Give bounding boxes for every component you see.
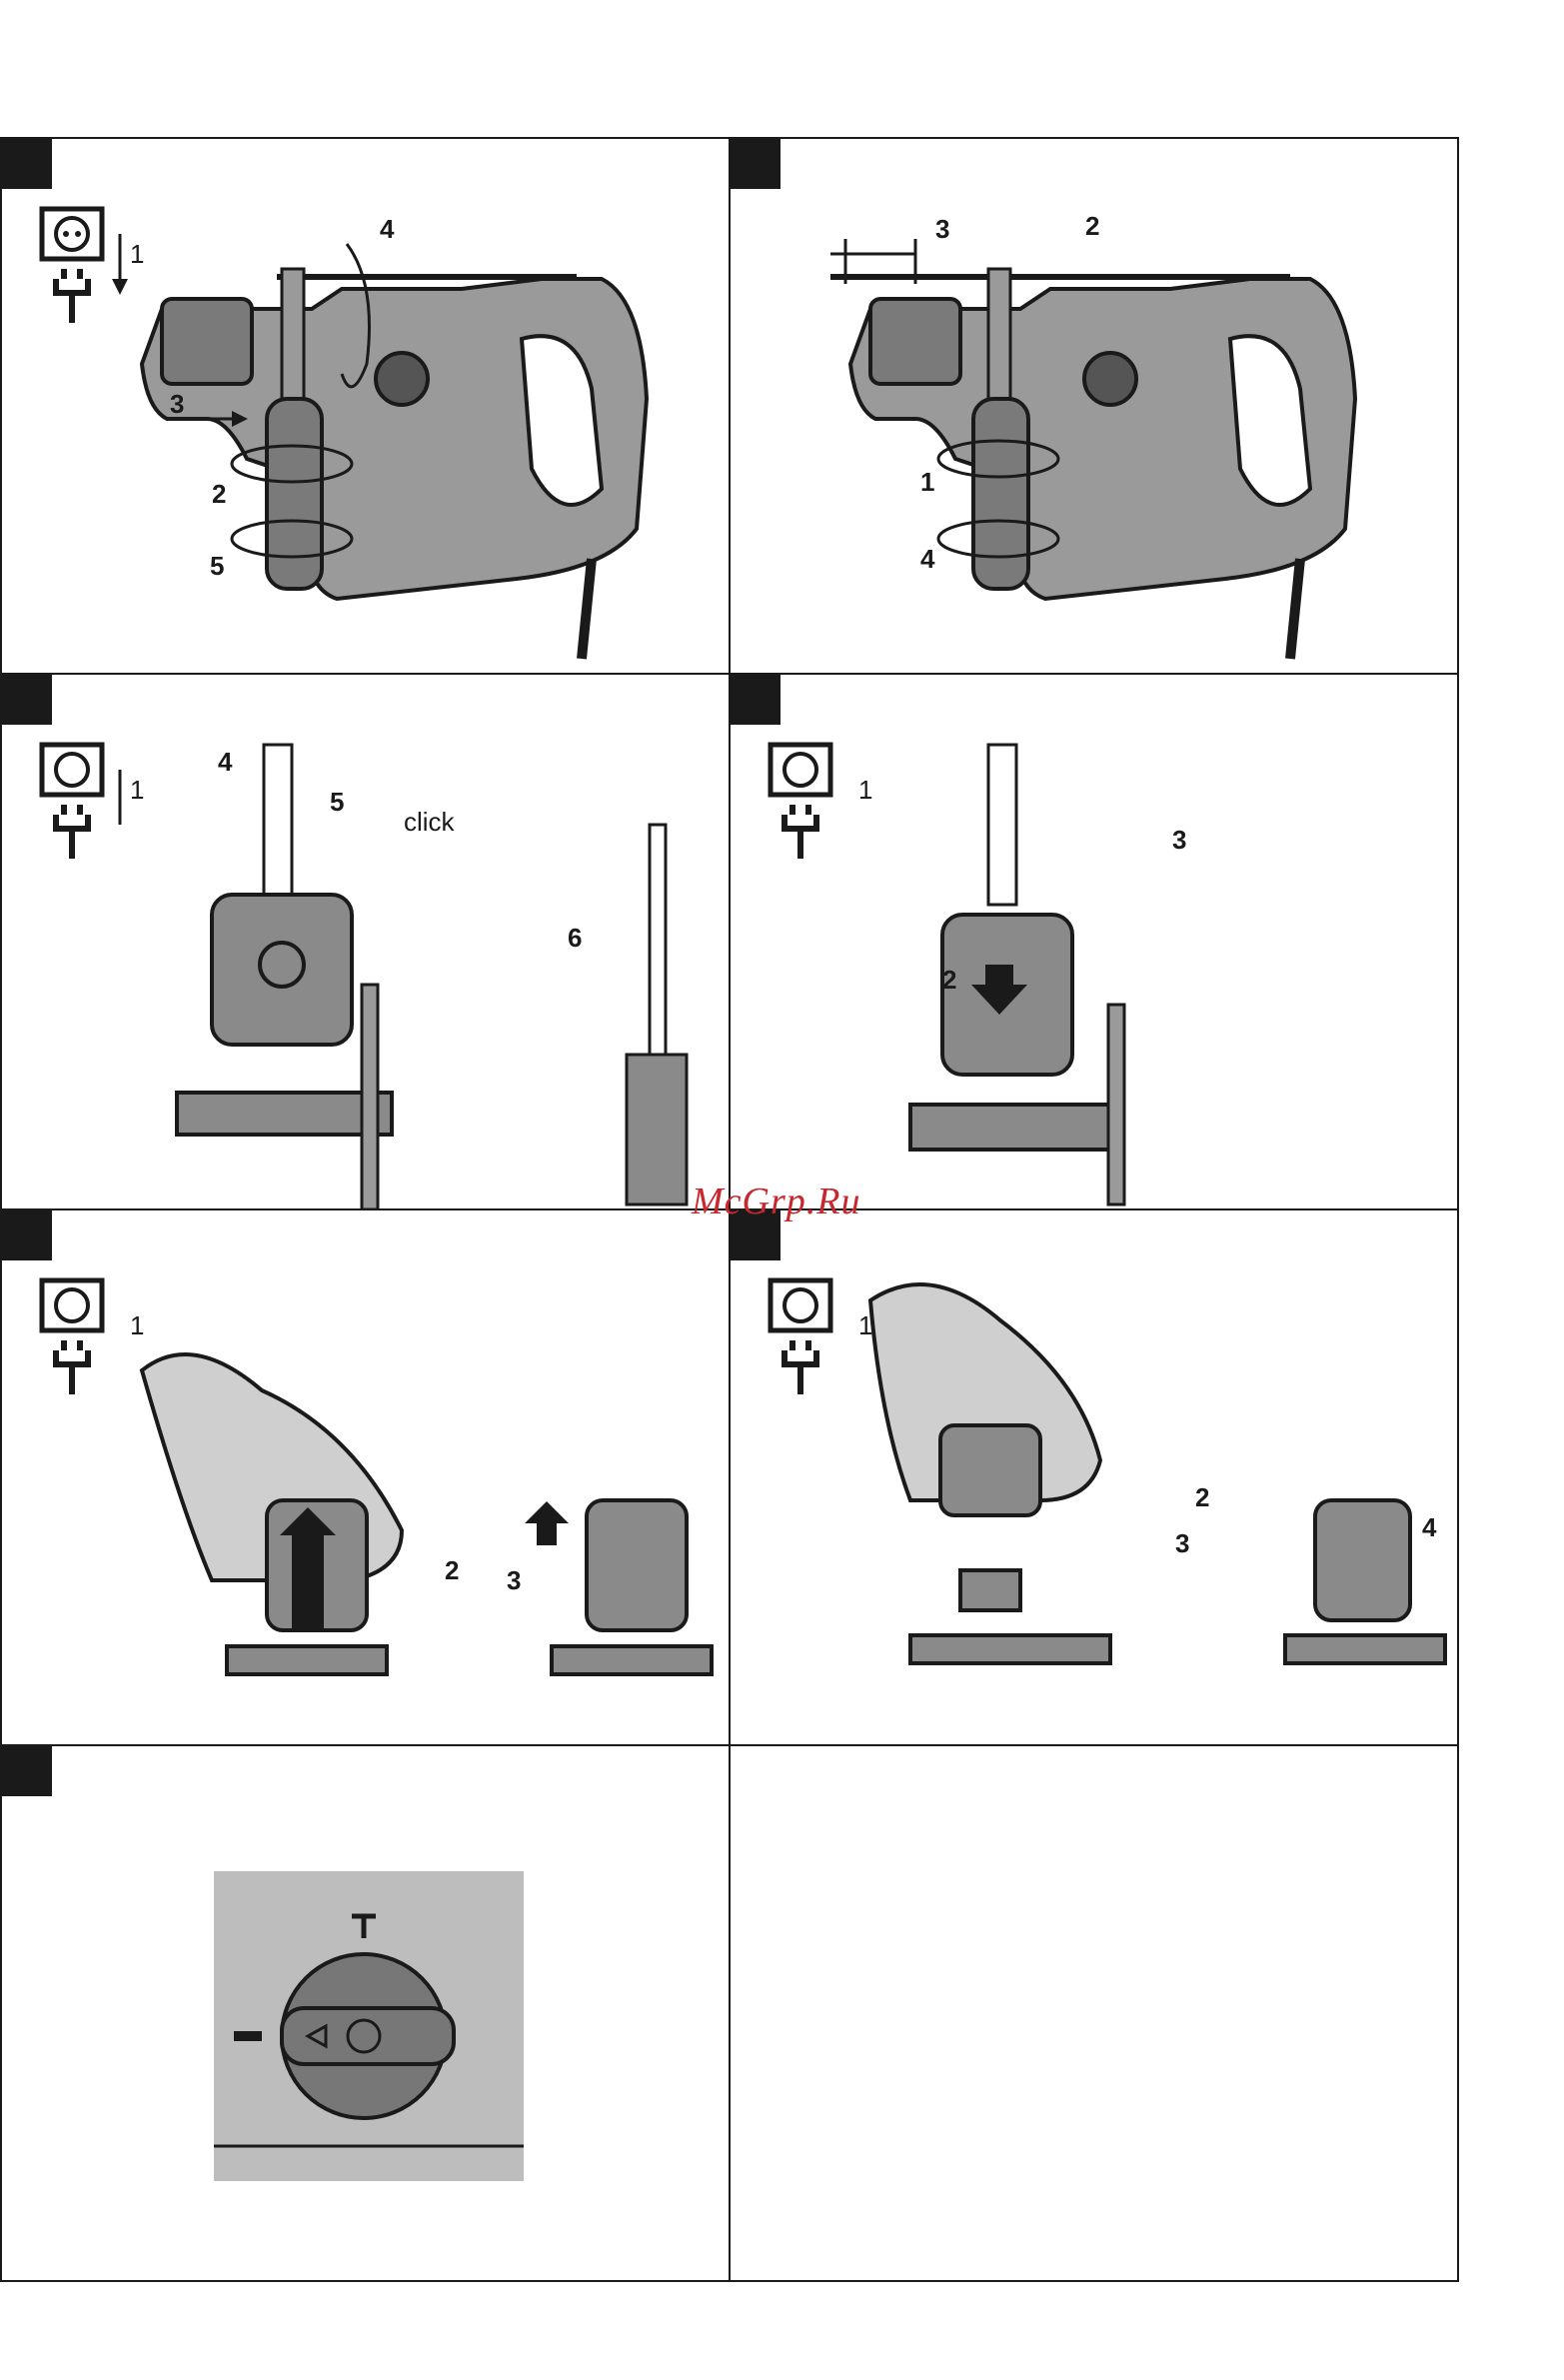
plug-socket-icon bbox=[42, 745, 102, 859]
drill-body bbox=[142, 269, 647, 659]
figure-panel-8 bbox=[729, 1744, 1459, 2282]
step-3-label: 3 bbox=[1175, 1528, 1189, 1559]
step-4-label: 4 bbox=[218, 747, 232, 778]
drill-illustration bbox=[2, 139, 731, 675]
step-1-label: 1 bbox=[130, 775, 144, 806]
step-2-label: 2 bbox=[942, 965, 956, 996]
step-2-label: 2 bbox=[212, 479, 226, 510]
mode-selector-illustration bbox=[2, 1746, 731, 2282]
plug-socket-icon bbox=[42, 209, 102, 323]
figure-panel-5: 1 2 3 bbox=[0, 1208, 731, 1746]
step-2-label: 2 bbox=[445, 1555, 459, 1586]
plug-socket-icon bbox=[771, 745, 830, 859]
bit-removal-illustration bbox=[731, 675, 1459, 1210]
step-2-label: 2 bbox=[1195, 1482, 1209, 1513]
figure-panel-3: 1 4 5 click 6 bbox=[0, 673, 731, 1210]
step-3-label: 3 bbox=[170, 389, 184, 420]
figure-panel-1: 1 4 3 2 5 bbox=[0, 137, 731, 675]
step-5-label: 5 bbox=[210, 551, 224, 582]
step-1-label: 1 bbox=[130, 1310, 144, 1341]
step-4-label: 4 bbox=[380, 214, 394, 245]
step-3-label: 3 bbox=[1172, 825, 1186, 856]
plug-socket-icon bbox=[42, 1280, 102, 1394]
step-1-label: 1 bbox=[130, 239, 144, 270]
plug-socket-icon bbox=[771, 1280, 830, 1394]
step-3-label: 3 bbox=[507, 1565, 521, 1596]
step-5-label: 5 bbox=[330, 787, 344, 818]
drill-body bbox=[830, 269, 1355, 659]
step-4-label: 4 bbox=[1422, 1512, 1436, 1543]
watermark-text: McGrp.Ru bbox=[692, 1180, 860, 1223]
step-1-label: 1 bbox=[858, 1310, 872, 1341]
figure-panel-4: 1 3 2 bbox=[729, 673, 1459, 1210]
chuck-change-illustration bbox=[731, 1210, 1459, 1746]
chuck-removal-illustration bbox=[2, 1210, 731, 1746]
step-4-label: 4 bbox=[920, 544, 934, 575]
click-label: click bbox=[404, 807, 455, 838]
step-6-label: 6 bbox=[568, 923, 582, 954]
step-3-label: 3 bbox=[935, 214, 949, 245]
step-1-label: 1 bbox=[858, 775, 872, 806]
step-2-label: 2 bbox=[1085, 211, 1099, 242]
chuck-insert-illustration bbox=[2, 675, 731, 1210]
figure-panel-7 bbox=[0, 1744, 731, 2282]
figure-panel-6: 1 2 3 4 bbox=[729, 1208, 1459, 1746]
figure-panel-2: 3 2 1 4 bbox=[729, 137, 1459, 675]
step-1-label: 1 bbox=[920, 467, 934, 498]
